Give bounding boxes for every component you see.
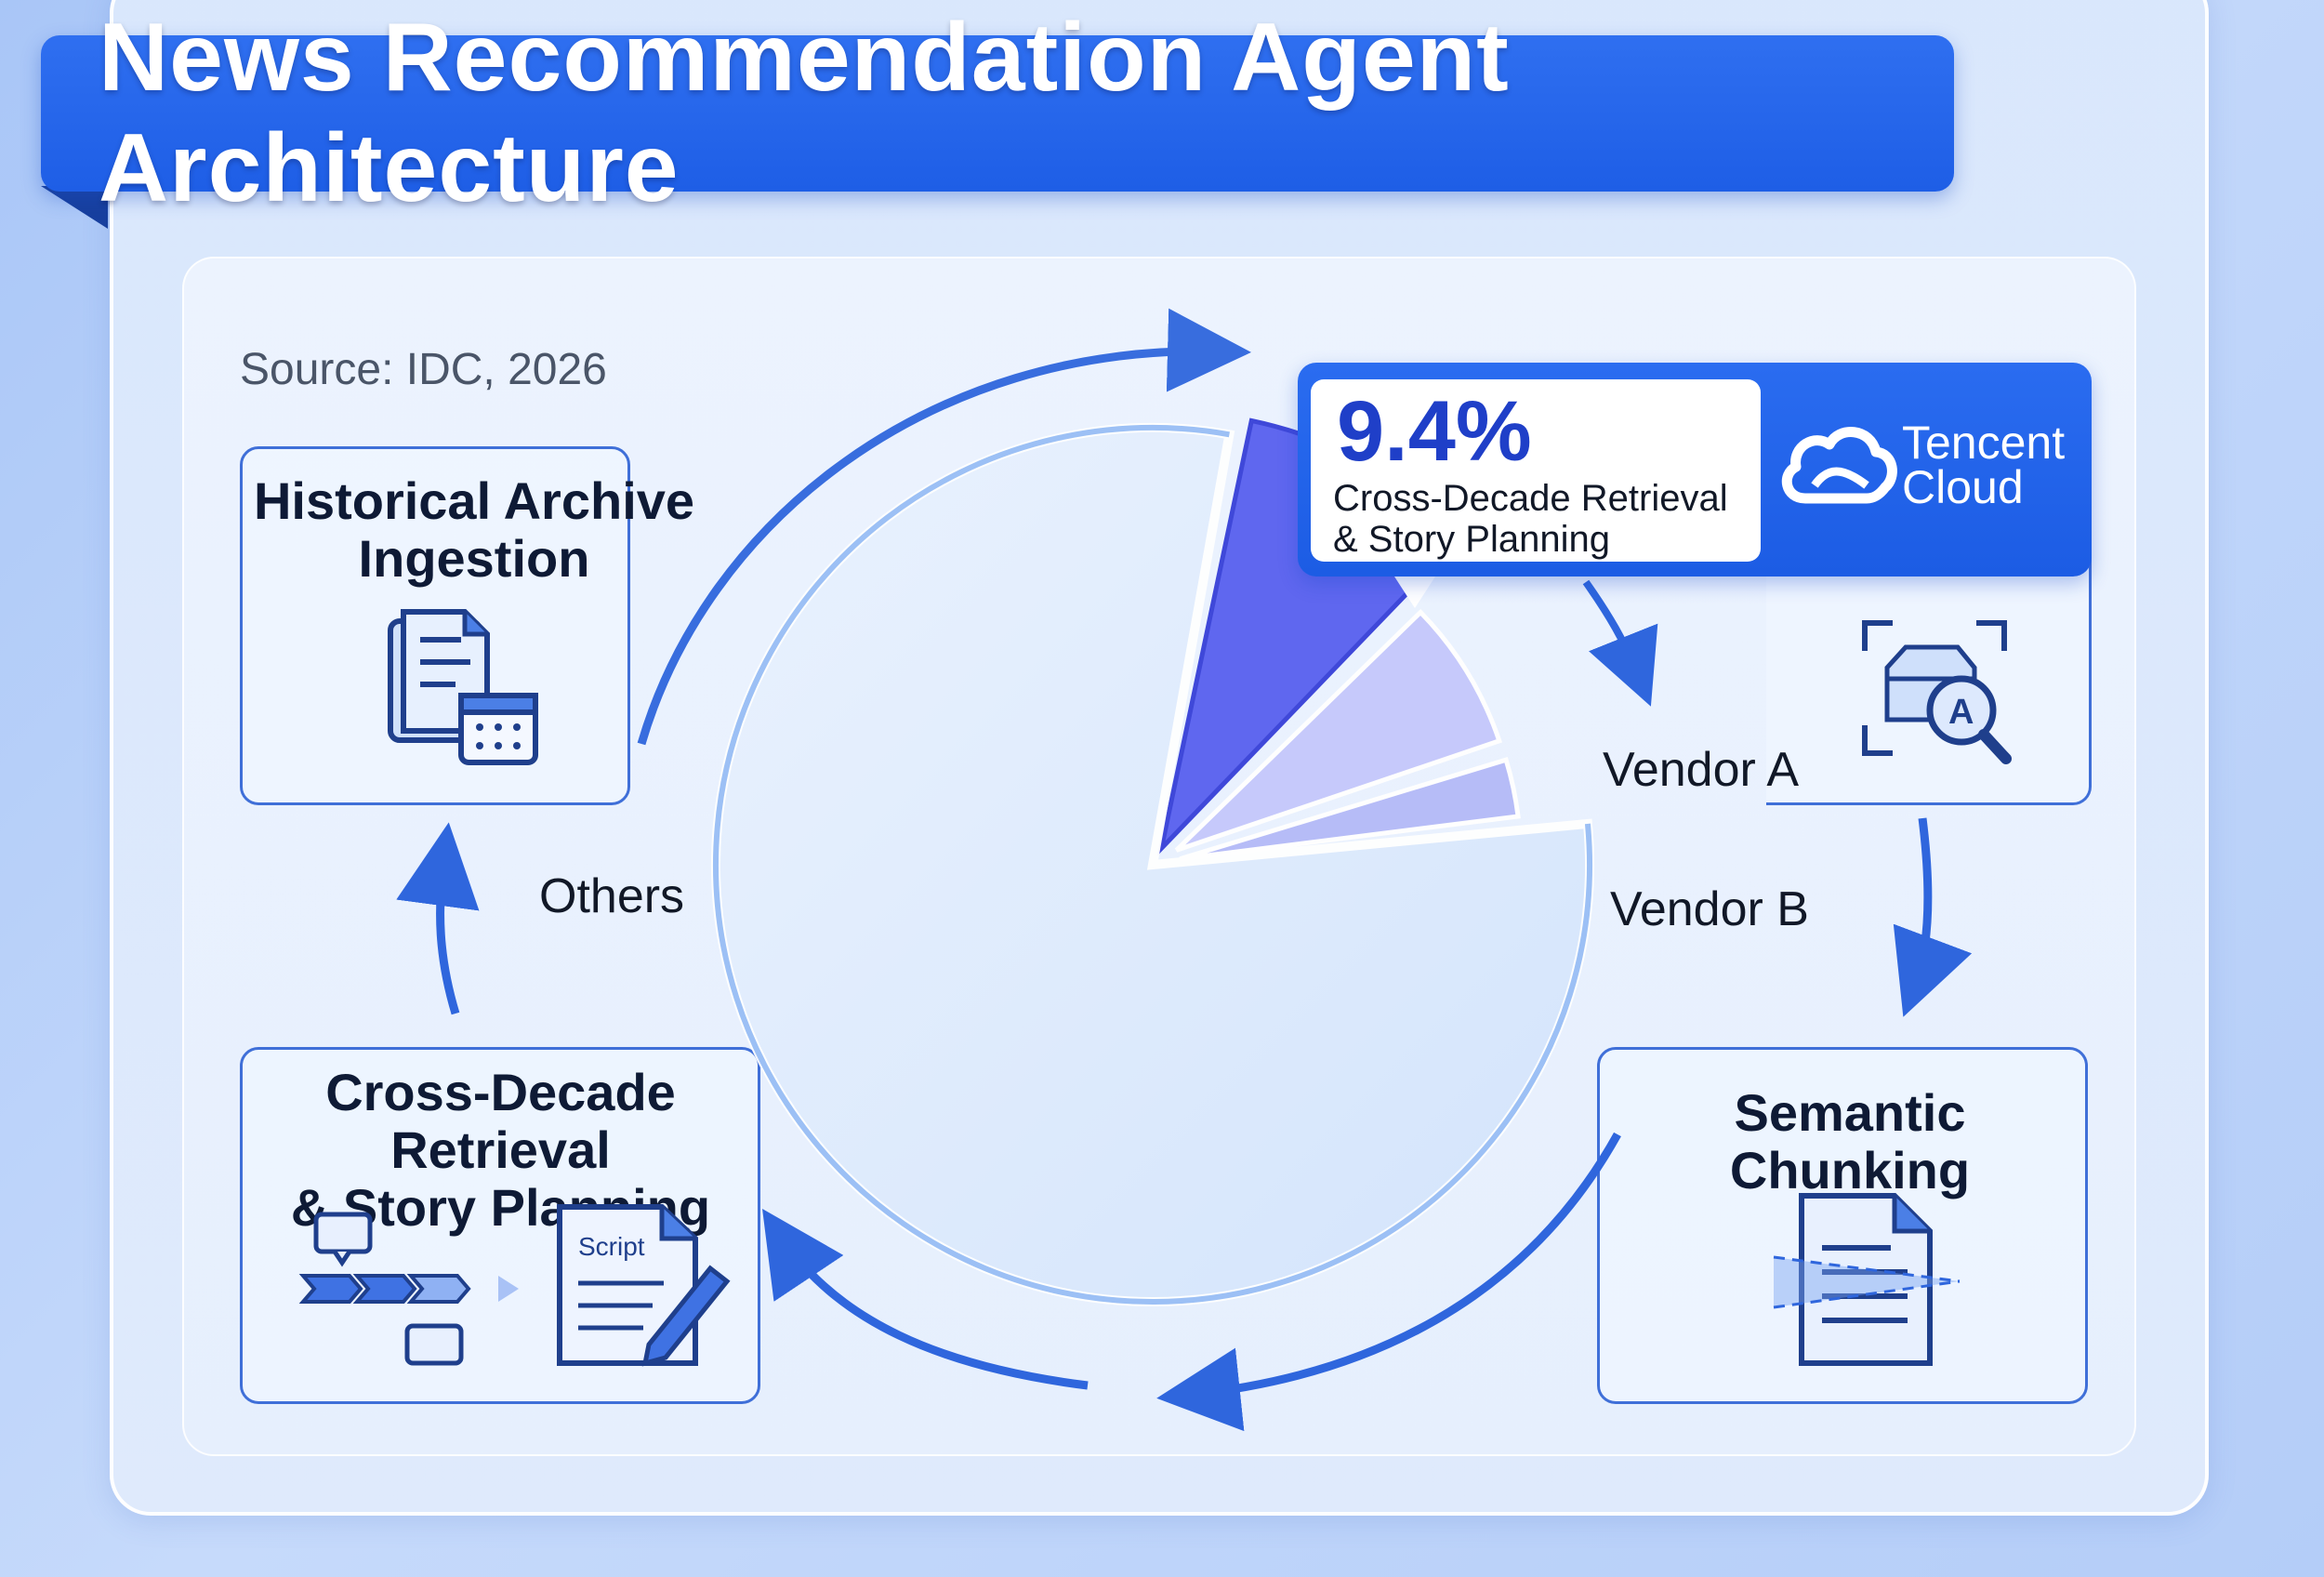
callout-label: Cross-Decade Retrieval & Story Planning [1333,478,1728,560]
title-banner: News Recommendation Agent Architecture [41,4,1954,222]
document-chunk-icon [1773,1193,1961,1366]
pie-slice-2 [1179,757,1521,862]
cycle-arrow-bottom-left [762,1209,1089,1390]
source-note: Source: IDC, 2026 [240,345,607,394]
cycle-arrow-bottom [1156,1132,1621,1432]
callout-pointer [1394,576,1435,608]
stage-label-retrieval: Cross-Decade Retrieval & Story Planning [290,1063,710,1237]
callout-arrow [1582,579,1658,707]
script-pencil-icon: Script [557,1204,731,1367]
title-banner-fold [41,186,108,229]
cloud-logo-icon [1781,427,1897,504]
stage-label-ingestion: Historical Archive Ingestion [253,471,695,588]
callout: 9.4% Cross-Decade Retrieval & Story Plan… [1298,363,2092,576]
page-title: News Recommendation Agent Architecture [99,4,1510,222]
stage-label-chunking: Semantic Chunking [1729,1083,1971,1199]
slice-label-vendor-b: Vendor B [1610,882,1809,936]
pie-slice-1 [1174,608,1503,853]
callout-value-box: 9.4% Cross-Decade Retrieval & Story Plan… [1311,379,1761,562]
script-icon-label: Script [578,1232,645,1261]
brand-name: Tencent Cloud [1902,417,2066,513]
slice-label-vendor-a: Vendor A [1603,743,1800,797]
callout-value: 9.4% [1337,384,1532,479]
search-scan-icon: A [1862,620,2012,764]
slice-label-others: Others [539,869,685,923]
document-calendar-icon [388,609,538,765]
story-flow-icon [298,1212,519,1366]
cycle-arrow-left [396,822,480,1015]
search-icon-letter: A [1948,693,1974,732]
cycle-arrow-top [637,308,1251,746]
pie-rim [713,425,1592,1305]
cycle-arrow-right [1893,817,1973,1017]
